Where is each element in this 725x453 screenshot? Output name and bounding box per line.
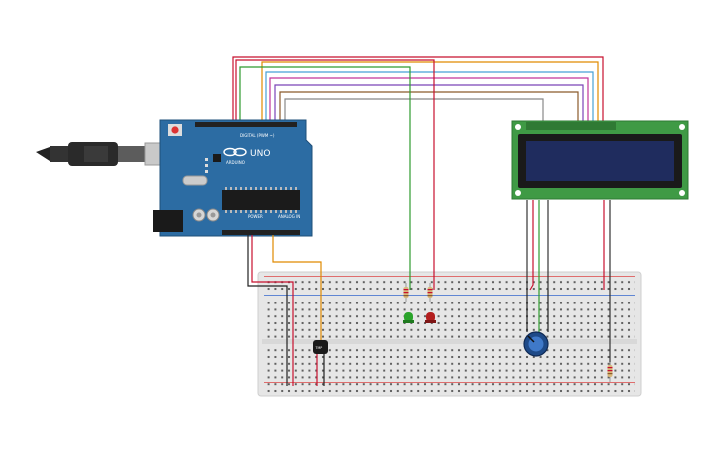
wire-lcd-d6 [279,91,579,122]
wire-lcd-rs [261,61,599,122]
crystal-oscillator [182,175,208,186]
wire-5v [251,235,294,386]
led-red [425,312,436,323]
center-channel [262,339,637,344]
potentiometer[interactable] [523,290,549,357]
digital-label: DIGITAL (PWM ~) [240,133,275,138]
analog-label: ANALOG IN [278,214,300,219]
breadboard [257,271,642,397]
wire-a0-sensor [272,235,322,340]
wire-lcd-d7 [284,98,544,122]
lcd-signal-wires [232,56,604,122]
wire-red-led [235,59,435,290]
digital-header [195,122,297,127]
sensor-label: TMP [315,346,323,350]
wire-lcd-en [265,71,594,122]
model-label: UNO [250,149,270,159]
wire-green-led [239,66,411,290]
arduino-logo-icon [223,147,237,157]
brand-label: ARDUINO [226,160,245,165]
resistor-red-led [427,283,433,302]
led-green [403,312,414,323]
atmega-chip [222,190,300,210]
power-jack [153,210,183,232]
wire-lcd-vdd [232,56,604,122]
power-label: POWER [248,214,263,219]
wire-gnd [247,235,288,386]
arduino-uno-board: DIGITAL (PWM ~) UNO ARDUINO POWER ANALOG… [153,119,313,237]
wire-lcd-vdd-bb [529,200,534,291]
bottom-power-rail [264,383,635,393]
lcd-screen [526,141,674,181]
temperature-sensor: TMP [313,340,328,386]
top-power-rail [264,278,635,294]
terminal-strip-top [264,302,635,338]
usb-cable [36,142,174,166]
potentiometer-knob-indicator [527,335,535,343]
power-analog-header [222,230,300,235]
resistor-backlight [607,362,613,382]
resistor-green-led [403,283,409,302]
wire-lcd-d4 [269,77,589,122]
lcd-16x2-display [511,120,689,200]
wire-lcd-d5 [274,84,584,122]
